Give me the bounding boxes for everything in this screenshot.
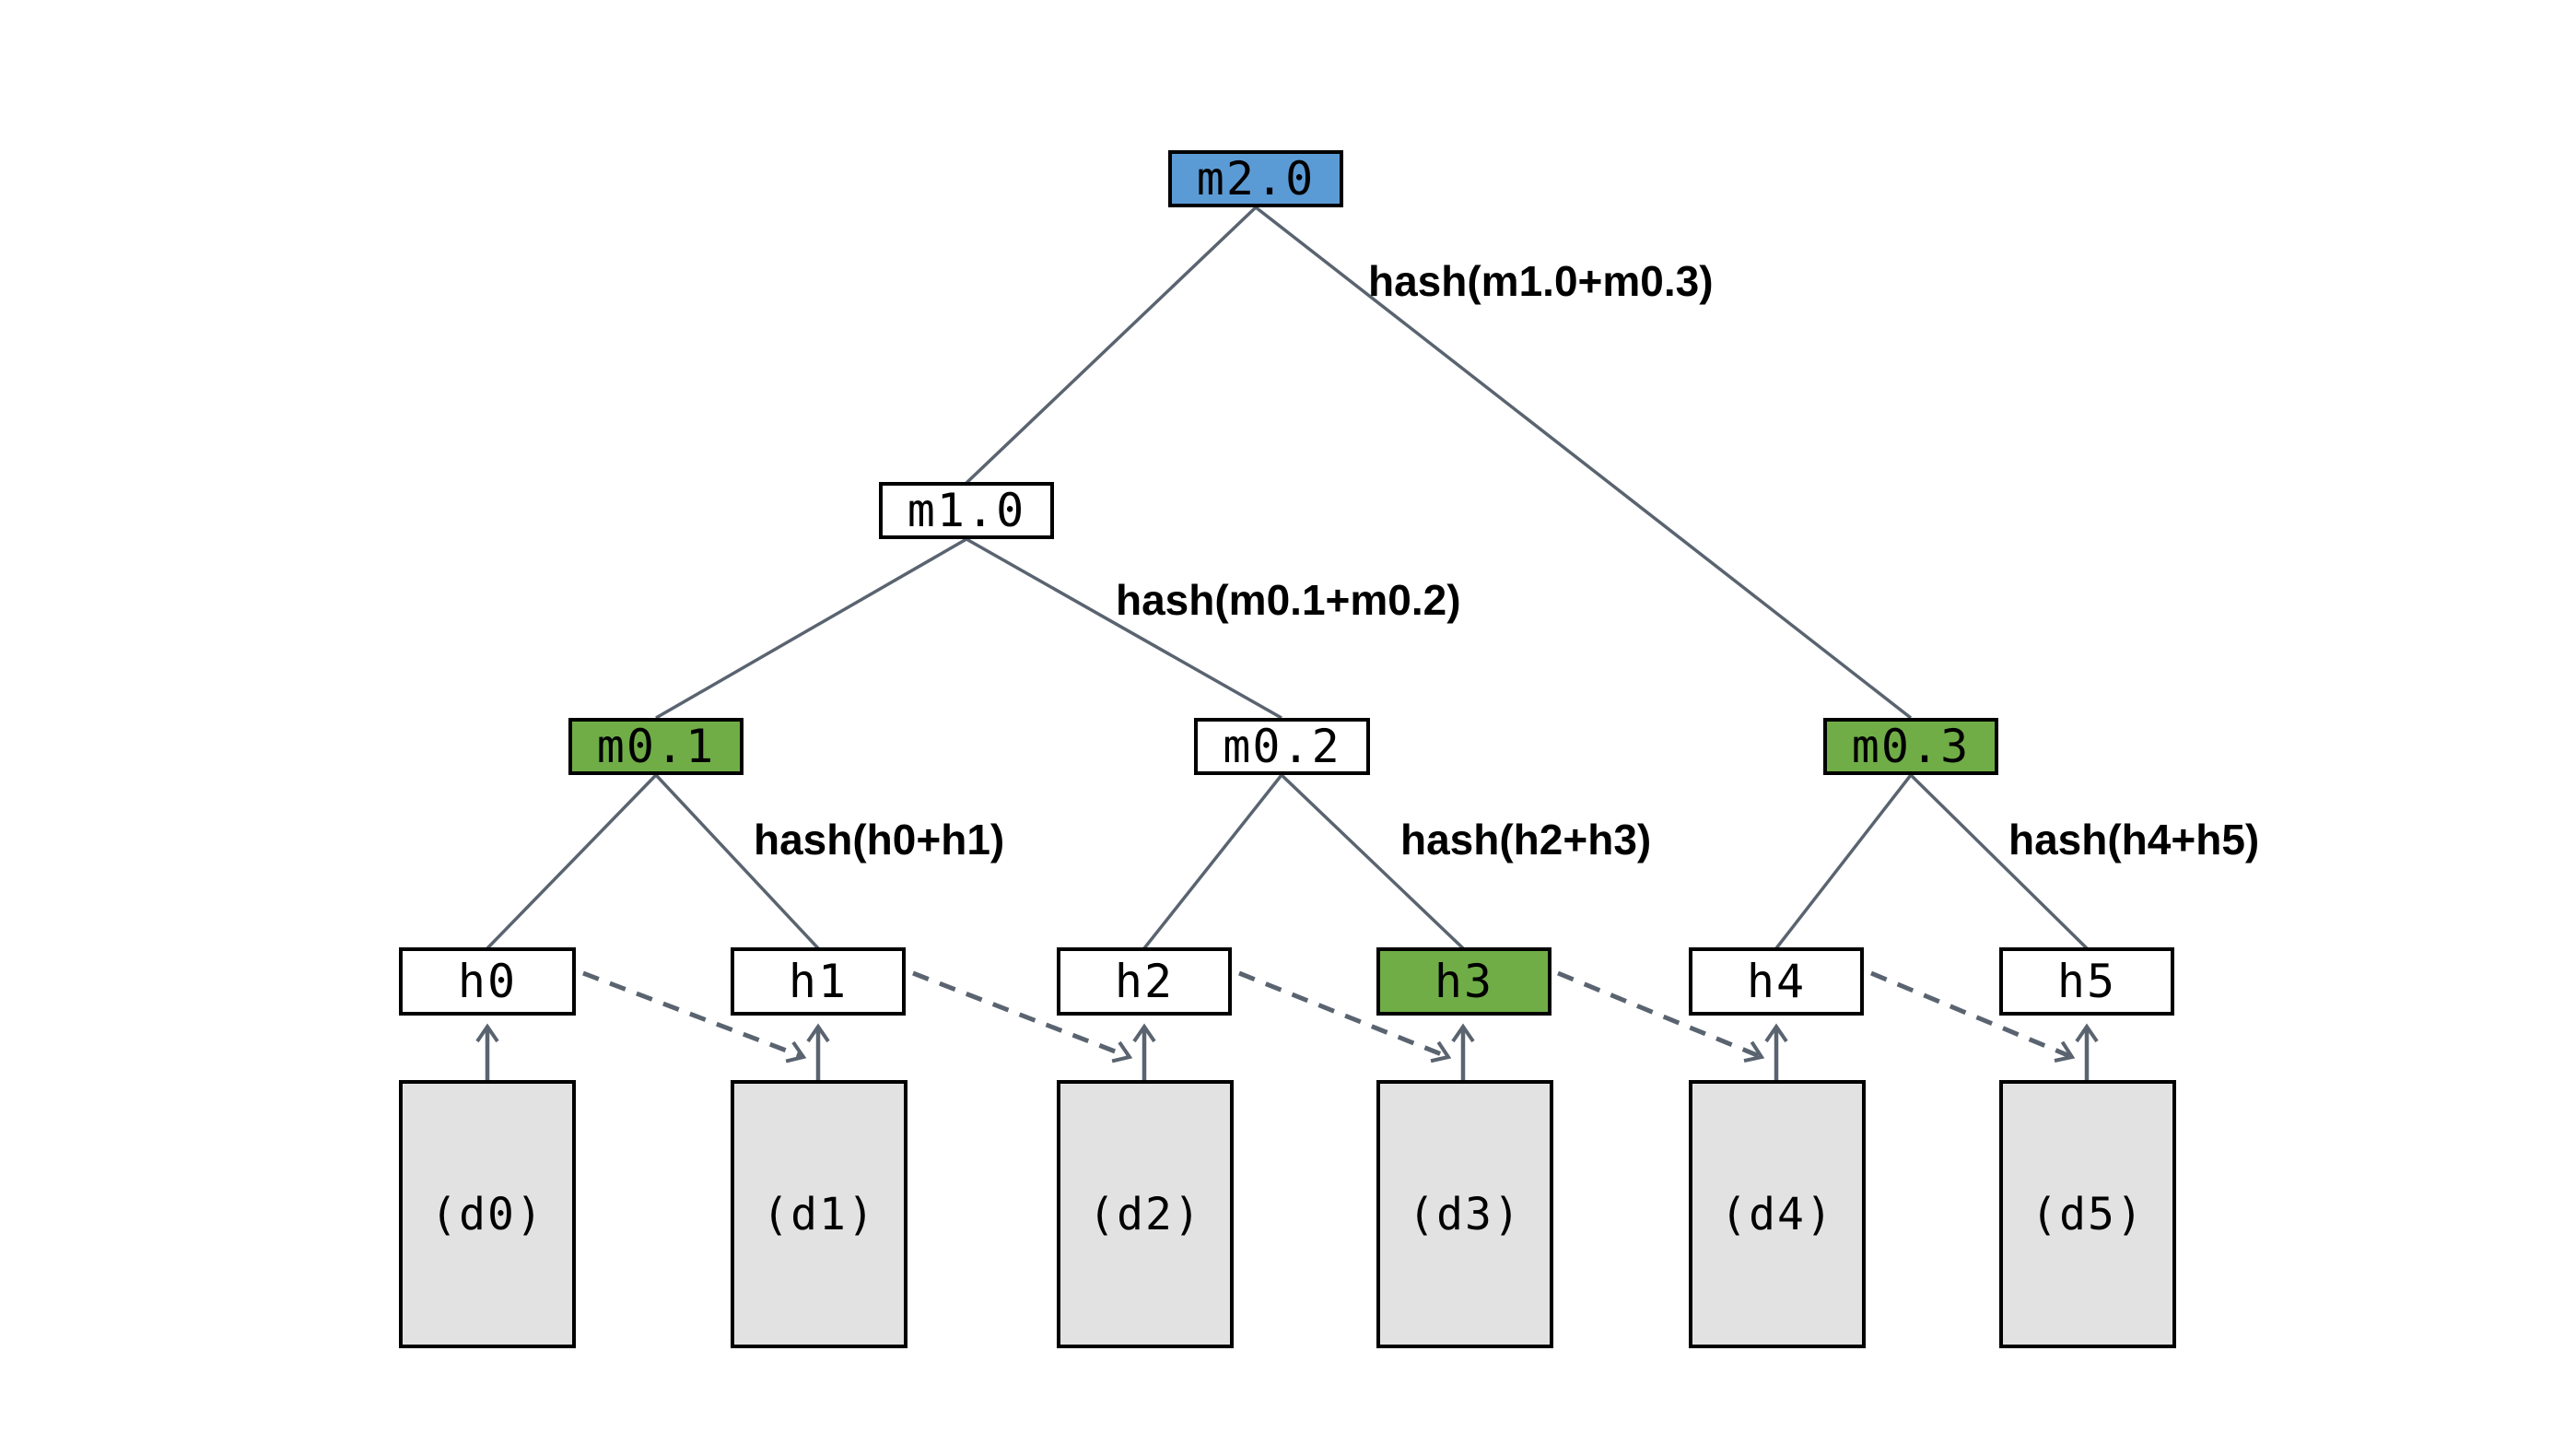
chain-arrow-h4-next [1870, 970, 2076, 1063]
node-m2.0: m2.0 [1168, 150, 1343, 207]
edge-m0.3-h5 [1909, 773, 2089, 950]
edge-label-hash-h0h1: hash(h0+h1) [754, 816, 1005, 863]
edge-label-hash-level1: hash(m0.1+m0.2) [1116, 576, 1461, 624]
edge-m1.0-m0.2 [966, 537, 1282, 720]
node-h2: h2 [1057, 947, 1232, 1016]
edge-m2.0-m0.3 [1254, 206, 1913, 720]
node-m0.2: m0.2 [1194, 718, 1370, 775]
data-block-d3: (d3) [1376, 1080, 1553, 1348]
data-block-d4: (d4) [1689, 1080, 1866, 1348]
edge-m0.1-h0 [486, 773, 658, 950]
edge-m0.1-h1 [654, 773, 820, 950]
data-hash-arrows [475, 1023, 2099, 1080]
data-block-d2: (d2) [1057, 1080, 1234, 1348]
edge-label-hash-root: hash(m1.0+m0.3) [1368, 257, 1714, 305]
tree-edges [486, 206, 2089, 950]
edge-m1.0-m0.1 [655, 537, 967, 720]
edge-m0.3-h4 [1774, 773, 1913, 950]
edge-m0.2-h3 [1280, 773, 1465, 950]
node-h5: h5 [1999, 947, 2174, 1016]
node-h4: h4 [1689, 947, 1864, 1016]
node-h3: h3 [1376, 947, 1551, 1016]
node-m0.3: m0.3 [1823, 718, 1998, 775]
node-h1: h1 [731, 947, 906, 1016]
node-h0: h0 [399, 947, 576, 1016]
chain-arrow-h1-next [912, 970, 1133, 1063]
edge-label-hash-h2h3: hash(h2+h3) [1400, 816, 1652, 863]
chain-arrow-h3-next [1557, 970, 1765, 1063]
edge-m0.2-h2 [1142, 773, 1283, 950]
node-m1.0: m1.0 [879, 482, 1054, 539]
data-block-d5: (d5) [1999, 1080, 2176, 1348]
chain-arrow-h0-next [582, 970, 807, 1063]
data-block-d1: (d1) [731, 1080, 907, 1348]
chain-arrow-h2-next [1238, 970, 1452, 1063]
data-block-d0: (d0) [399, 1080, 576, 1348]
chain-arrows [582, 970, 2076, 1063]
node-m0.1: m0.1 [568, 718, 744, 775]
edge-label-hash-h4h5: hash(h4+h5) [2008, 816, 2260, 863]
edge-m2.0-m1.0 [965, 206, 1258, 485]
